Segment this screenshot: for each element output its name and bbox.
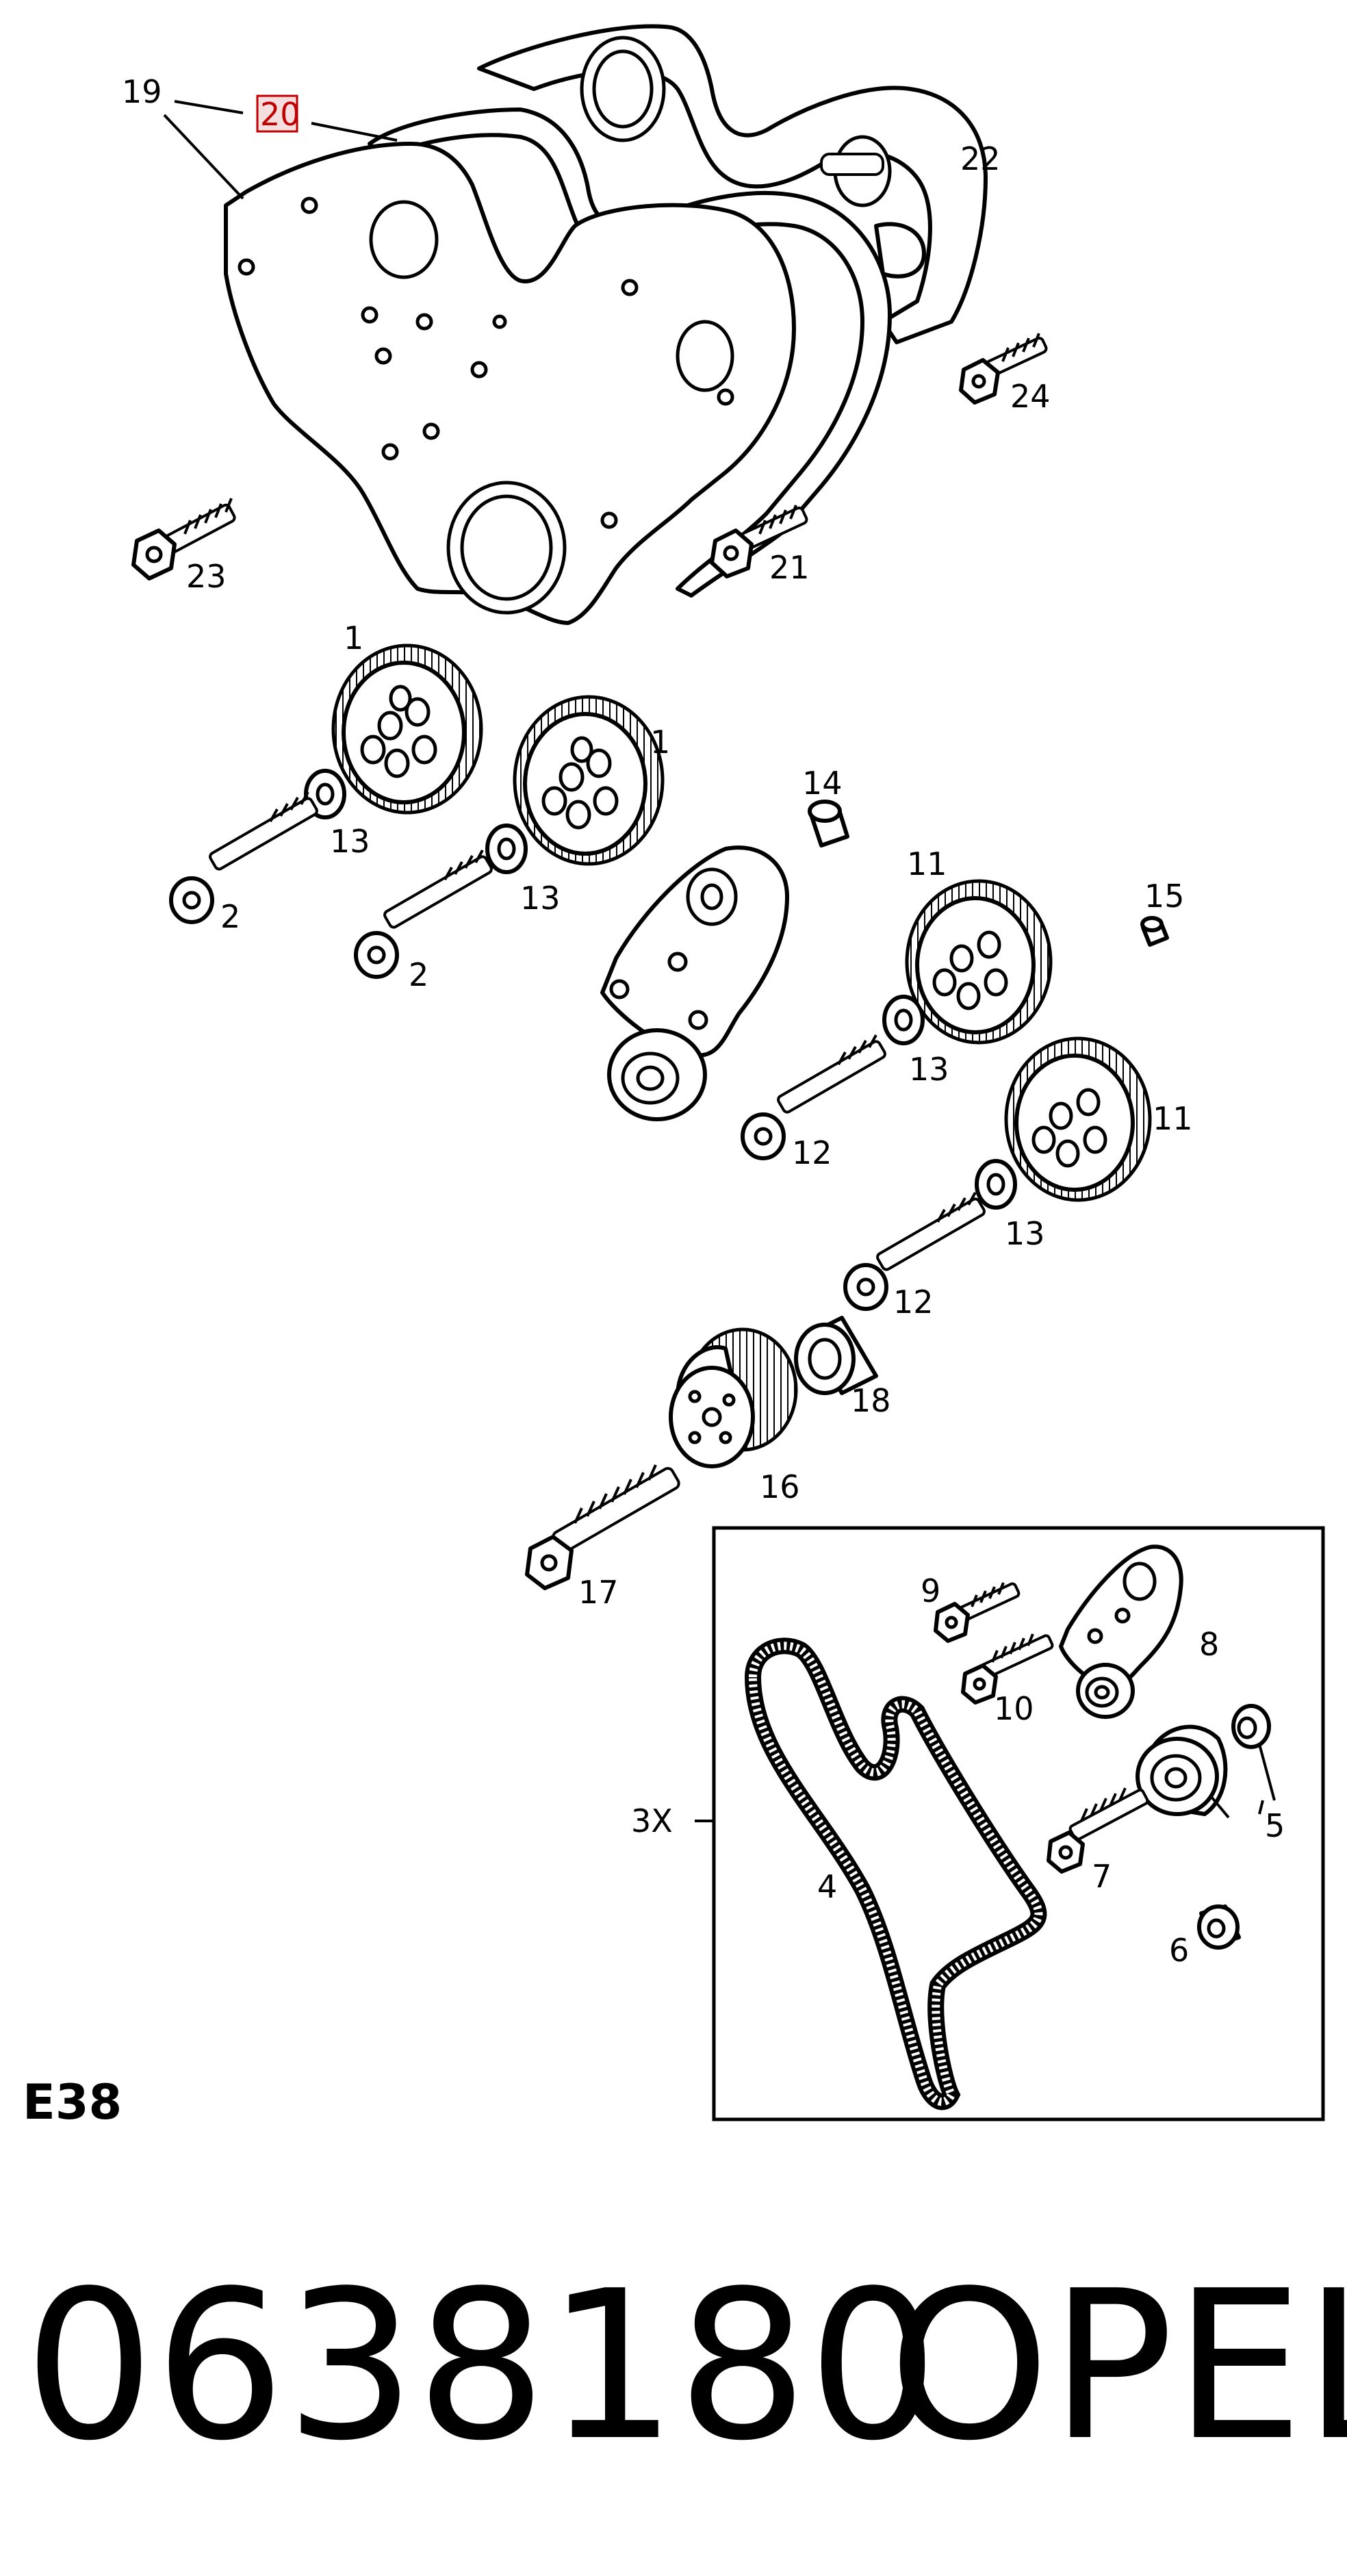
washer-13-b	[485, 824, 528, 874]
pin-15	[1140, 916, 1169, 947]
bolt-10	[961, 1633, 1054, 1705]
highlight-box-20	[256, 94, 298, 133]
callout-20: 20	[260, 96, 300, 133]
part-number: 0638180	[24, 2247, 938, 2486]
sleeve-14	[808, 800, 849, 847]
callout-10: 10	[994, 1690, 1034, 1727]
washer-13-c	[882, 995, 925, 1045]
callout-6: 6	[1169, 1932, 1189, 1969]
bolt-7	[1047, 1787, 1149, 1874]
sprocket-11-upper	[905, 879, 1053, 1045]
callout-9: 9	[921, 1572, 940, 1609]
callout-12-b: 12	[893, 1284, 934, 1321]
bolt-17	[525, 1464, 680, 1590]
callout-13-b: 13	[520, 880, 561, 917]
callout-23: 23	[186, 558, 227, 595]
bolt-9	[934, 1582, 1021, 1643]
spacer-18	[794, 1316, 878, 1395]
callout-3x: 3X	[631, 1802, 673, 1839]
callout-19: 19	[122, 73, 162, 110]
bolt-21	[710, 505, 808, 578]
bolt-23	[131, 498, 236, 581]
callout-11-lower: 11	[1153, 1100, 1193, 1137]
callout-14: 14	[802, 765, 843, 802]
callout-2-b: 2	[409, 956, 428, 993]
section-code: E38	[23, 2074, 122, 2130]
callout-11-upper: 11	[907, 845, 947, 882]
bolt-2-a	[169, 791, 318, 924]
callout-7: 7	[1092, 1858, 1112, 1895]
camshaft-sprocket-left	[331, 643, 483, 815]
camshaft-sprocket-right	[513, 695, 665, 866]
inset-frame	[712, 1526, 1325, 2121]
bolt-12-b	[843, 1192, 986, 1311]
callout-8: 8	[1199, 1626, 1219, 1663]
tensioner-8	[1059, 1544, 1183, 1719]
crankshaft-sprocket-16	[669, 1327, 798, 1468]
washer-5	[1231, 1704, 1271, 1749]
sprocket-11-lower	[1004, 1036, 1152, 1202]
idler-pulley-5	[1136, 1724, 1228, 1816]
brand-name: OPEL	[888, 2247, 1347, 2486]
callout-15: 15	[1144, 878, 1185, 915]
callout-21: 21	[769, 549, 810, 586]
callout-1-right: 1	[650, 724, 670, 761]
callout-12-a: 12	[792, 1134, 832, 1171]
callout-4: 4	[817, 1868, 837, 1905]
callout-24: 24	[1010, 378, 1051, 415]
callout-13-d: 13	[1005, 1215, 1045, 1252]
callout-2-a: 2	[220, 898, 240, 935]
belt-tensioner	[600, 845, 789, 1121]
callout-18: 18	[851, 1382, 891, 1419]
upper-rear-cover	[477, 24, 988, 344]
callout-17: 17	[578, 1574, 619, 1611]
callout-13-a: 13	[330, 823, 370, 860]
front-timing-cover	[224, 142, 796, 625]
callout-1-left: 1	[344, 620, 363, 656]
bolt-2-b	[354, 850, 493, 979]
leader-lines	[163, 100, 1276, 1822]
callout-13-c: 13	[909, 1051, 949, 1088]
callout-22: 22	[960, 140, 1001, 177]
callout-5: 5	[1265, 1807, 1285, 1844]
timing-belt-4	[744, 1637, 1047, 2110]
bolt-24	[959, 333, 1048, 405]
spacer-6	[1197, 1904, 1241, 1950]
washer-13-d	[975, 1159, 1017, 1210]
bolt-12-a	[741, 1034, 886, 1160]
callout-16: 16	[760, 1468, 800, 1505]
